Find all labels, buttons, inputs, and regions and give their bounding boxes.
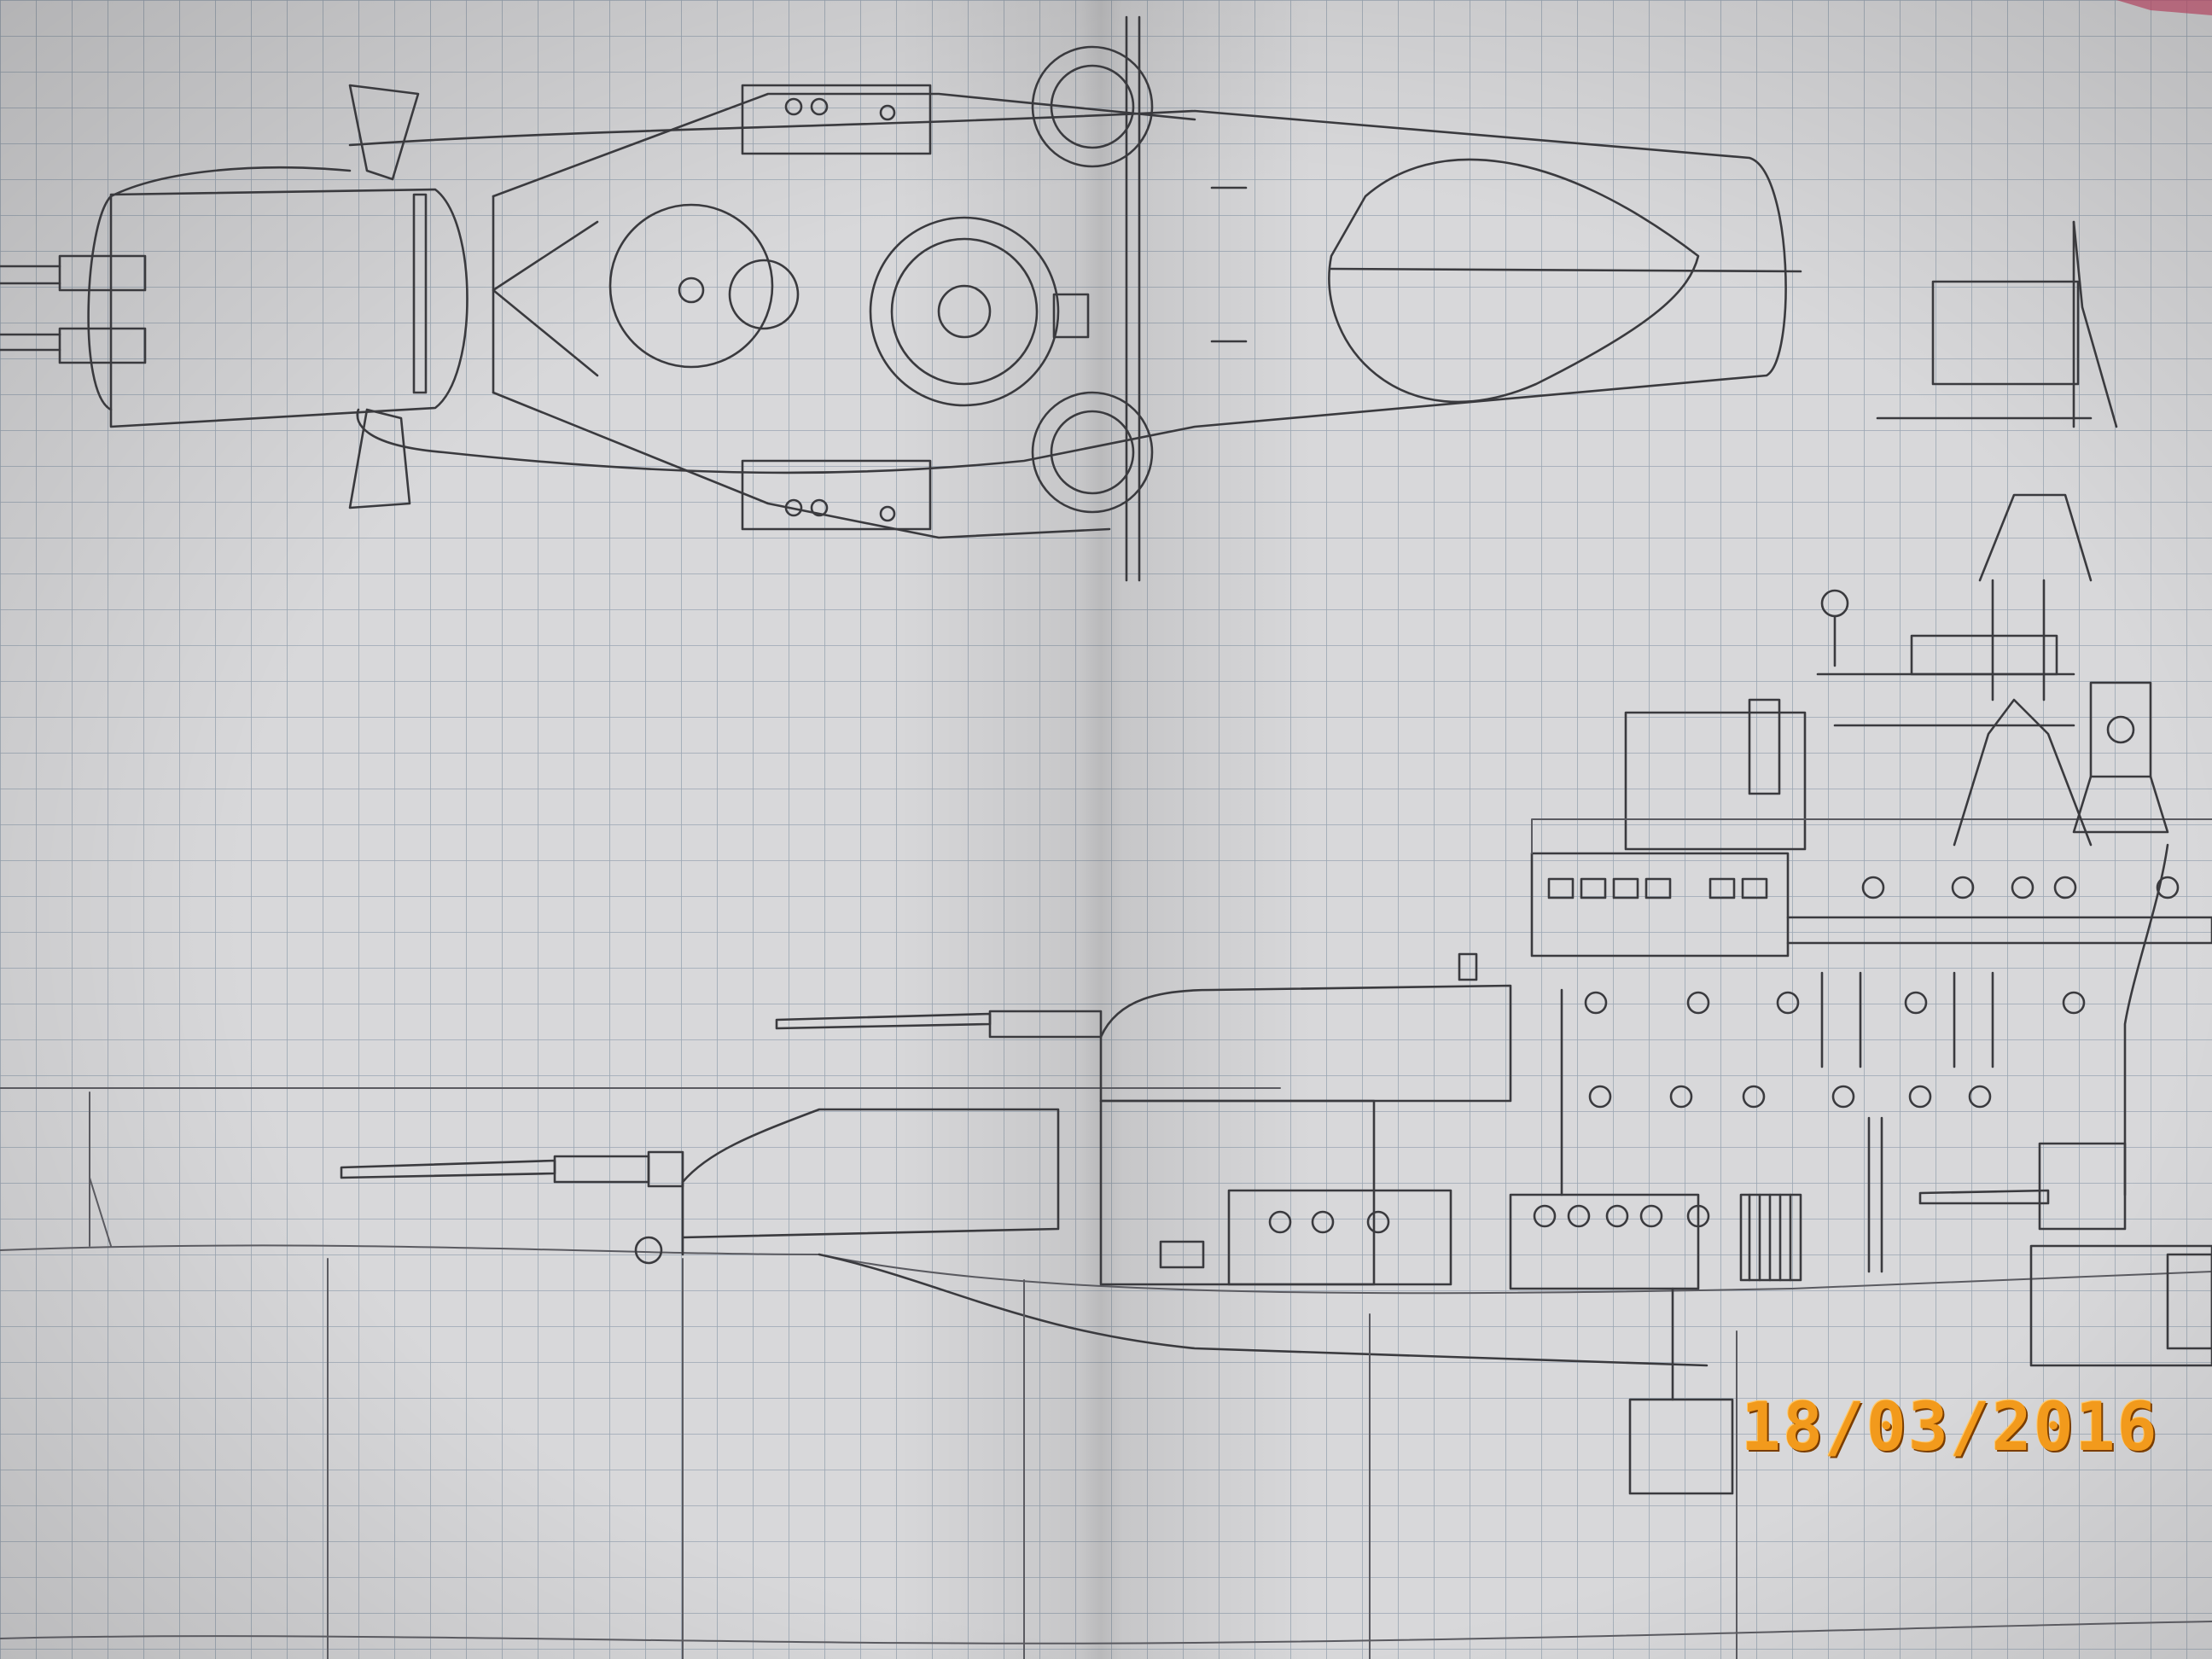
date-stamp: 18/03/2016 (1741, 1389, 2159, 1466)
profile-view-drawing (0, 220, 2212, 1659)
plan-view-drawing (0, 15, 1802, 582)
corner-accent (2116, 0, 2212, 15)
